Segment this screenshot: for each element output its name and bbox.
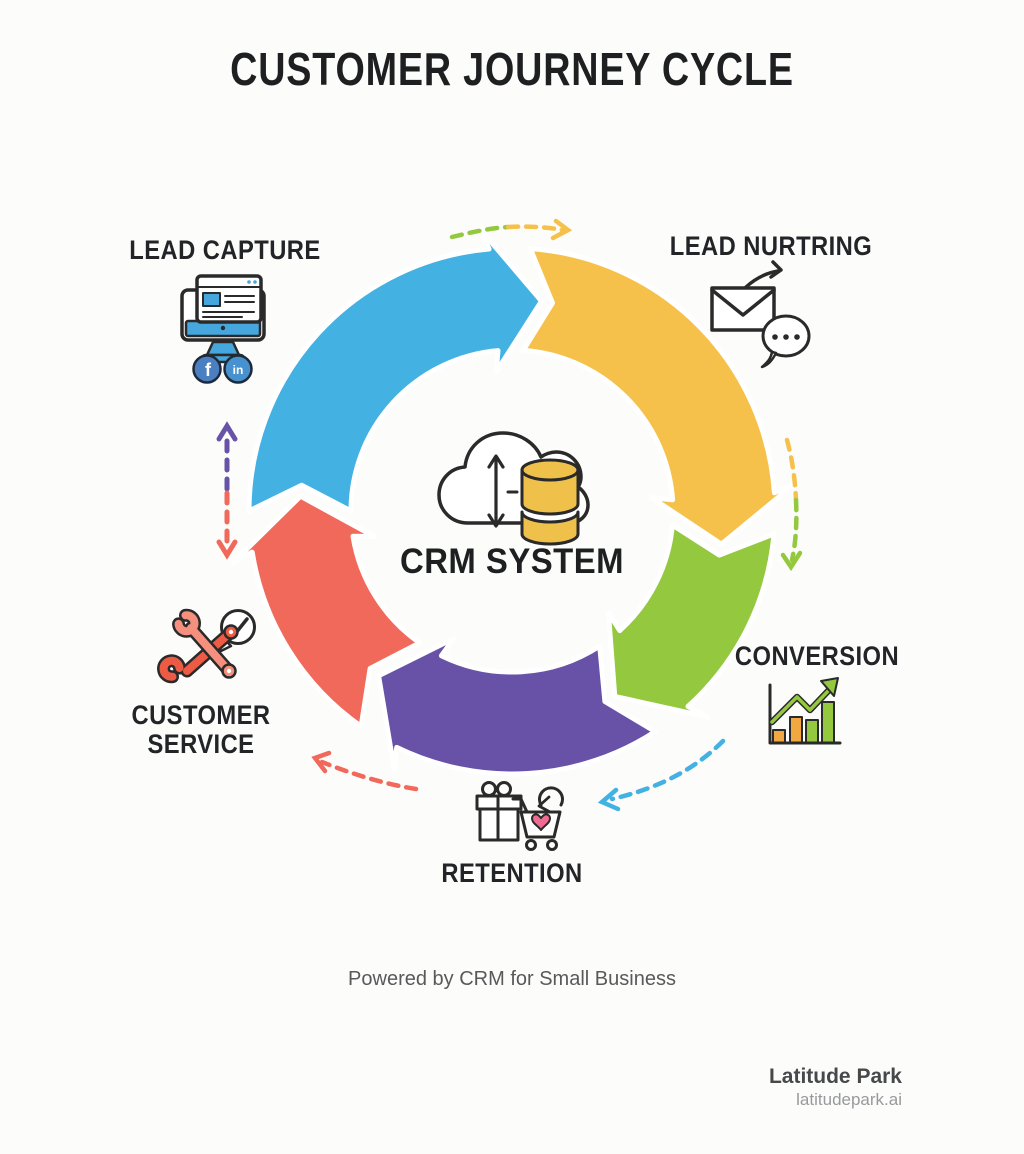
monitor-stand	[205, 340, 241, 357]
database-top	[520, 458, 580, 482]
envelope	[710, 286, 776, 332]
chart-bar	[789, 716, 803, 744]
browser-thumbnail	[202, 292, 221, 307]
wrench-support-icon	[157, 608, 256, 684]
chart-arrow-head	[820, 677, 839, 697]
dashed-arrow-bottomright	[609, 738, 726, 802]
ring-segment-customer-service	[230, 493, 423, 729]
wrench-dark-hole	[228, 629, 234, 635]
email-chat-icon	[710, 260, 811, 369]
journey-ring	[230, 226, 798, 777]
chat-bubble-tail	[760, 350, 778, 369]
dashed-arrow-left-down-head	[216, 539, 238, 560]
ring-segment-lead-capture	[246, 226, 544, 514]
monitor-social-icon: f in	[180, 274, 266, 384]
dashed-arrow-bottomright-head	[597, 787, 621, 812]
wrench-light-hole	[226, 668, 232, 674]
browser-text-lines	[202, 295, 255, 318]
stage-label-lead-capture: LEAD CAPTURE	[129, 235, 321, 265]
email-arrow	[744, 269, 780, 289]
dashed-connectors	[216, 218, 803, 812]
heart-icon	[531, 813, 551, 831]
chart-bar	[772, 729, 786, 744]
linkedin-icon	[223, 354, 253, 384]
facebook-icon	[192, 354, 222, 384]
cart-wheel	[546, 839, 558, 851]
dashed-arrow-left-up-head	[216, 421, 238, 442]
chat-dot	[783, 334, 789, 340]
cart-loop-arrow-head	[537, 795, 552, 814]
gift-bow-loop	[496, 781, 512, 797]
footer-powered-by: Powered by CRM for Small Business	[348, 968, 676, 990]
dashed-arrow-right-head	[780, 550, 803, 572]
dashed-arrow-top-yellow	[505, 224, 565, 233]
ring-segment-lead-nurturing	[520, 246, 798, 547]
email-arrow-head	[769, 260, 783, 279]
dashed-arrow-top-head	[550, 218, 573, 241]
stage-label-customer-service: CUSTOMER SERVICE	[131, 700, 271, 760]
dashed-arrow-top-green	[449, 224, 511, 240]
linkedin-glyph: in	[233, 363, 244, 377]
ring-segment-retention	[376, 635, 658, 777]
envelope-flap	[710, 288, 776, 317]
database-band-1	[520, 468, 580, 516]
cart-handle	[511, 797, 529, 814]
dashed-arrow-bottomleft-head	[311, 750, 332, 774]
chat-dot	[772, 334, 778, 340]
database-band-2	[520, 510, 580, 546]
stage-label-conversion: CONVERSION	[734, 641, 900, 671]
chart-bar	[805, 719, 819, 744]
stage-label-lead-nurturing: LEAD NURTRING	[669, 231, 873, 261]
browser-dot	[253, 280, 257, 284]
sync-arrow-up-head	[487, 454, 505, 469]
page-title: CUSTOMER JOURNEY CYCLE	[230, 43, 794, 95]
ring-segment-conversion	[605, 522, 777, 720]
gift-cart-icon	[475, 781, 564, 851]
center-label: CRM SYSTEM	[399, 542, 625, 581]
stage-label-retention: RETENTION	[441, 858, 583, 888]
growth-chart-icon	[768, 677, 842, 745]
chart-bar	[821, 701, 835, 744]
dashed-arrow-bottomleft	[319, 759, 419, 792]
chat-dot	[794, 334, 800, 340]
cloud-database-icon	[437, 431, 590, 546]
cart-loop-arrow	[538, 786, 564, 807]
brand-domain: latitudepark.ai	[796, 1089, 902, 1109]
dashed-arrow-right-green	[789, 497, 799, 563]
gift-bow-loop	[481, 781, 497, 797]
monitor-dot	[220, 325, 226, 331]
sync-arrow-down-head	[487, 513, 505, 528]
chart-axes	[768, 683, 842, 745]
browser-dot	[247, 280, 251, 284]
cart-wheel	[525, 839, 537, 851]
chart-arrow	[770, 687, 832, 724]
wrench-light-rod	[187, 624, 233, 675]
facebook-glyph: f	[205, 360, 212, 380]
brand-name: Latitude Park	[768, 1065, 902, 1088]
dashed-arrow-right-yellow	[784, 437, 799, 503]
brand-block: Latitude Park latitudepark.ai	[769, 1064, 902, 1110]
wrench-dark-head	[159, 656, 184, 681]
